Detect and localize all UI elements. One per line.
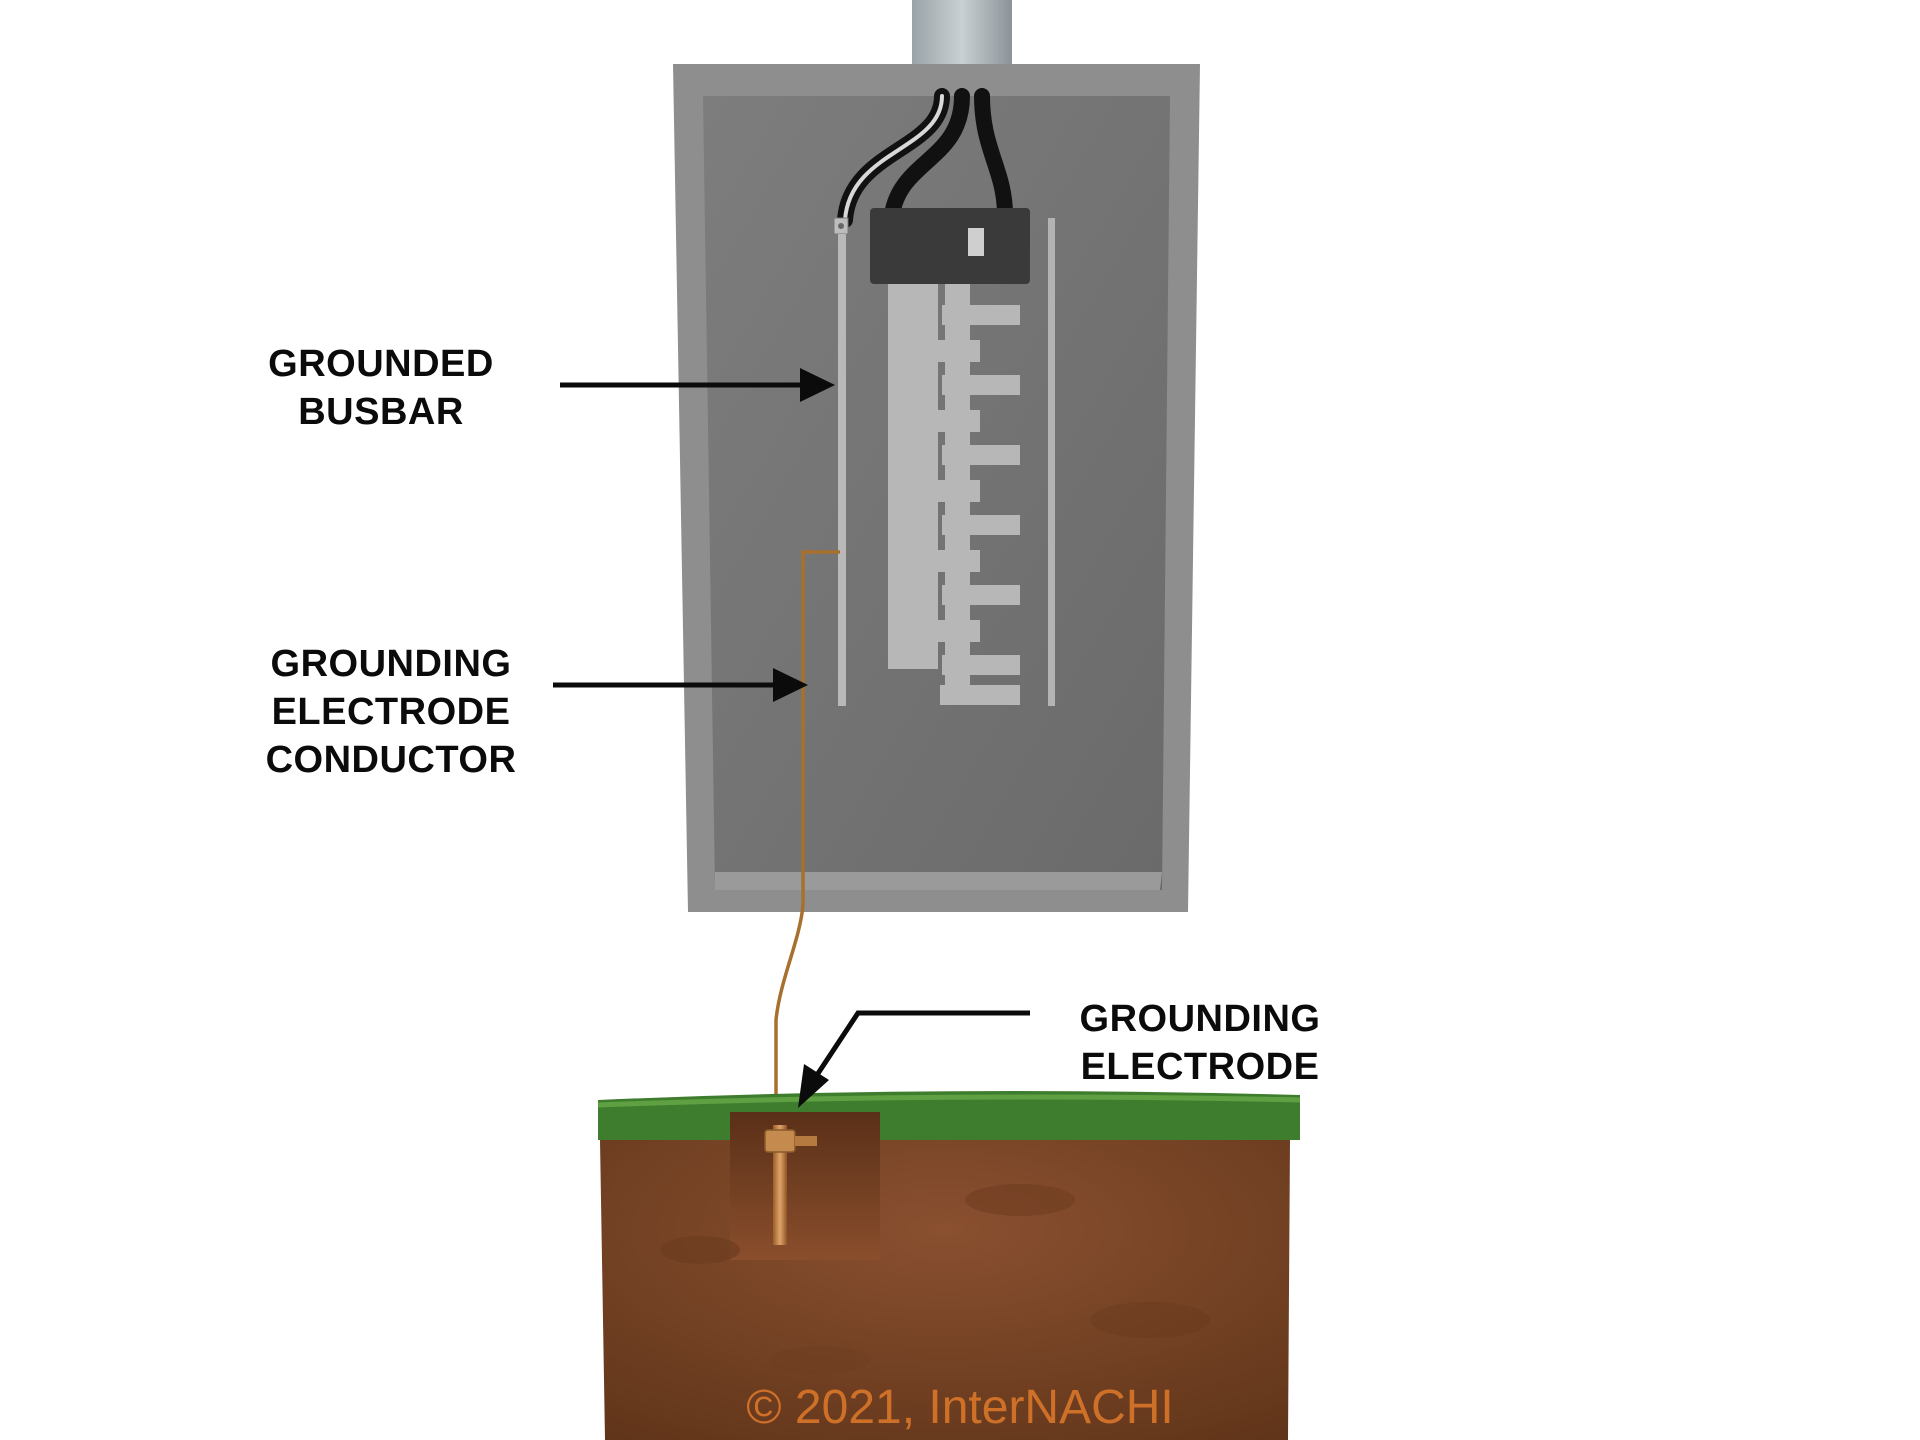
label-grounding-electrode: GROUNDING ELECTRODE [1050,995,1350,1091]
grounding-electrode [764,1125,817,1245]
conduit [912,0,1012,68]
grounded-busbar [833,217,849,706]
label-line: ELECTRODE [1080,1046,1320,1088]
label-grounded-busbar: GROUNDED BUSBAR [236,340,526,436]
label-line: CONDUCTOR [265,739,517,781]
arrow-grounding-electrode-conductor [553,668,808,702]
label-line: GROUNDING [1079,998,1321,1040]
label-line: GROUNDING [270,643,512,685]
label-line: ELECTRODE [271,691,511,733]
bus-stabs [888,284,1020,705]
arrow-grounding-electrode [798,1010,1030,1108]
arrow-grounded-busbar [560,368,835,402]
label-line: BUSBAR [298,391,464,433]
label-grounding-electrode-conductor: GROUNDING ELECTRODE CONDUCTOR [236,640,546,784]
grounding-electrode-conductor [774,550,840,1130]
label-line: GROUNDED [268,343,494,385]
copyright-watermark: © 2021, InterNACHI [746,1381,1174,1434]
ground [597,1091,1301,1440]
main-lug-block [870,208,1030,284]
equipment-grounding-bar [1048,218,1055,706]
service-wires [837,88,1013,228]
